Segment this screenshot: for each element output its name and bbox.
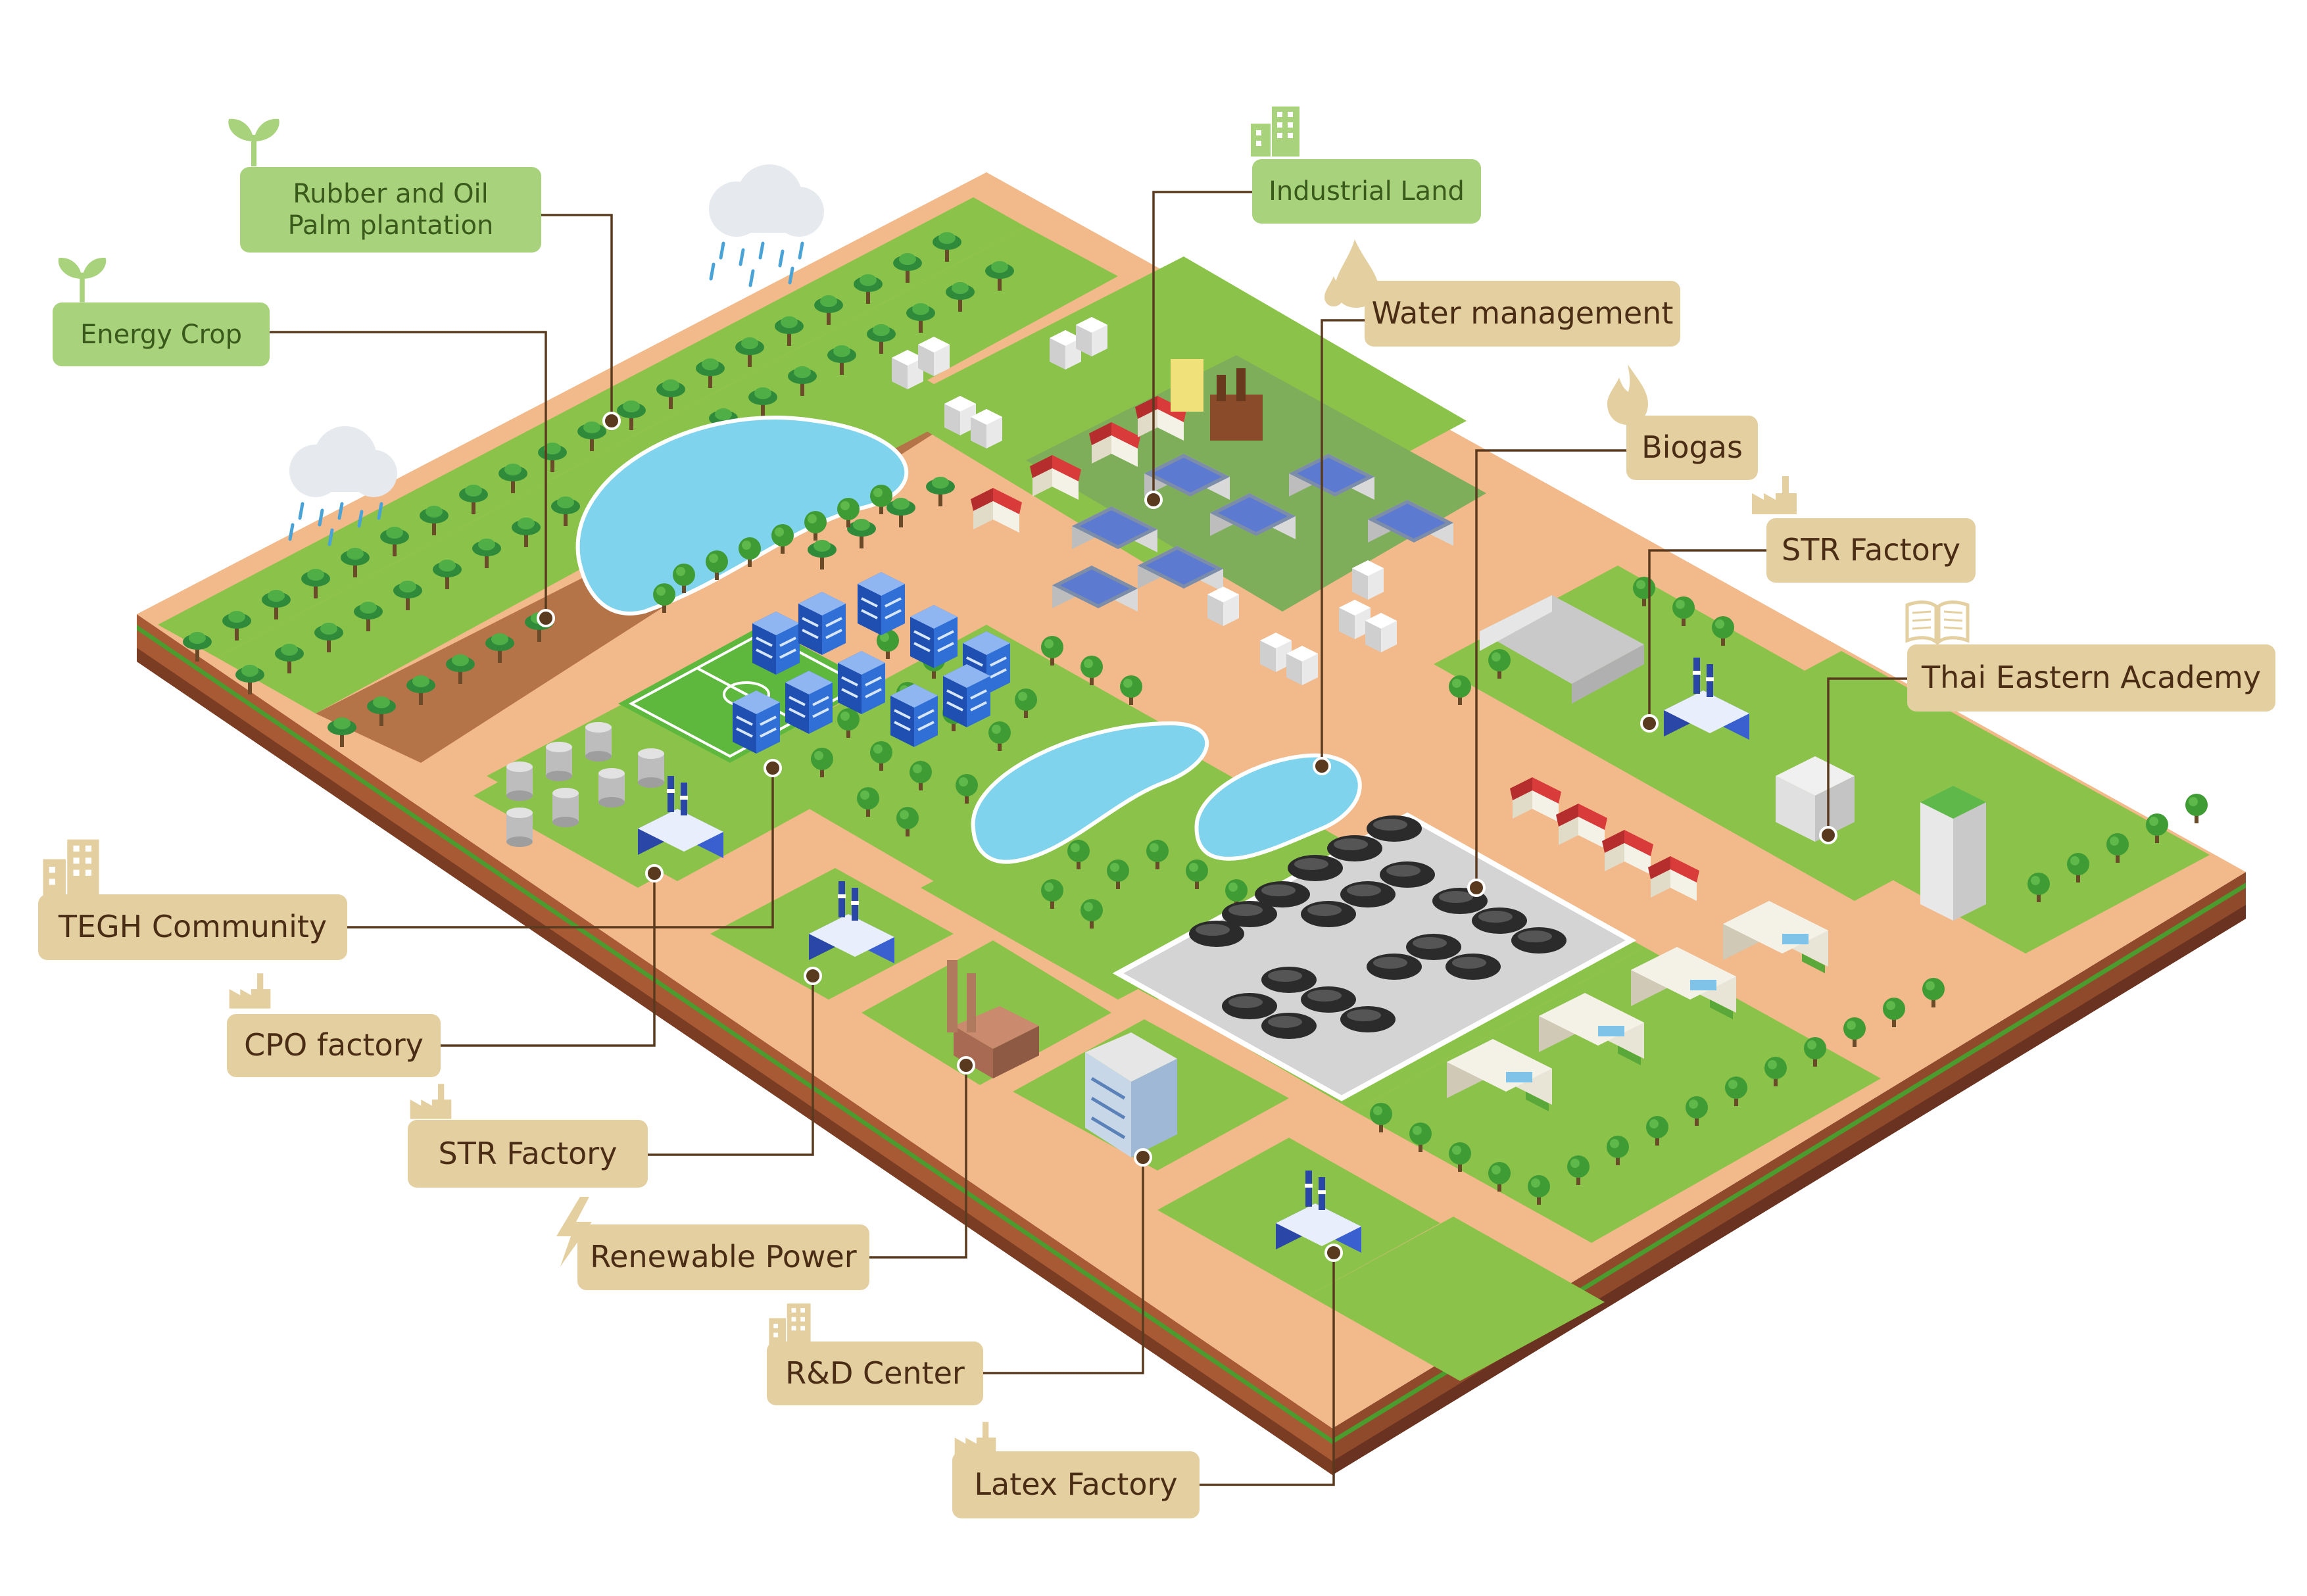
building-icon [769, 1303, 811, 1347]
label-thai-eastern-academy: Thai Eastern Academy [1907, 644, 2275, 712]
rd-building [1085, 1032, 1177, 1157]
building-icon [1251, 107, 1299, 157]
label-industrial-land: Industrial Land [1252, 159, 1481, 224]
rain-clouds [288, 164, 824, 546]
power-plant [947, 960, 1039, 1078]
flame-icon [1607, 364, 1648, 425]
lightning-icon [556, 1197, 592, 1267]
label-rubber-palm: Rubber and Oil Palm plantation [240, 167, 541, 253]
factory-icon [229, 973, 271, 1009]
label-str-factory-right: STR Factory [1766, 518, 1976, 583]
label-rd-center: R&D Center [767, 1342, 983, 1405]
academy-building [1776, 756, 1986, 921]
factory-icon [1752, 476, 1797, 514]
lakes [575, 416, 1362, 864]
building-icon [43, 839, 99, 897]
label-tegh-community: TEGH Community [38, 894, 347, 960]
label-str-factory-left: STR Factory [408, 1120, 648, 1188]
leader-dots [537, 412, 1837, 1262]
book-icon [1905, 600, 1970, 644]
label-latex-factory: Latex Factory [952, 1451, 1200, 1518]
label-biogas: Biogas [1626, 416, 1758, 480]
label-water-management: Water management [1365, 281, 1680, 347]
industrial-buildings [892, 317, 1453, 685]
biogas-plant [1112, 812, 1637, 1101]
label-renewable-power: Renewable Power [577, 1224, 869, 1290]
label-energy-crop: Energy Crop [53, 302, 270, 366]
sprout-icon [58, 257, 107, 302]
sprout-icon [228, 118, 279, 166]
label-cpo-factory: CPO factory [227, 1014, 441, 1077]
greenhouse [1480, 595, 1644, 704]
factory-icon [410, 1084, 452, 1119]
leader-lines [270, 191, 1907, 1486]
